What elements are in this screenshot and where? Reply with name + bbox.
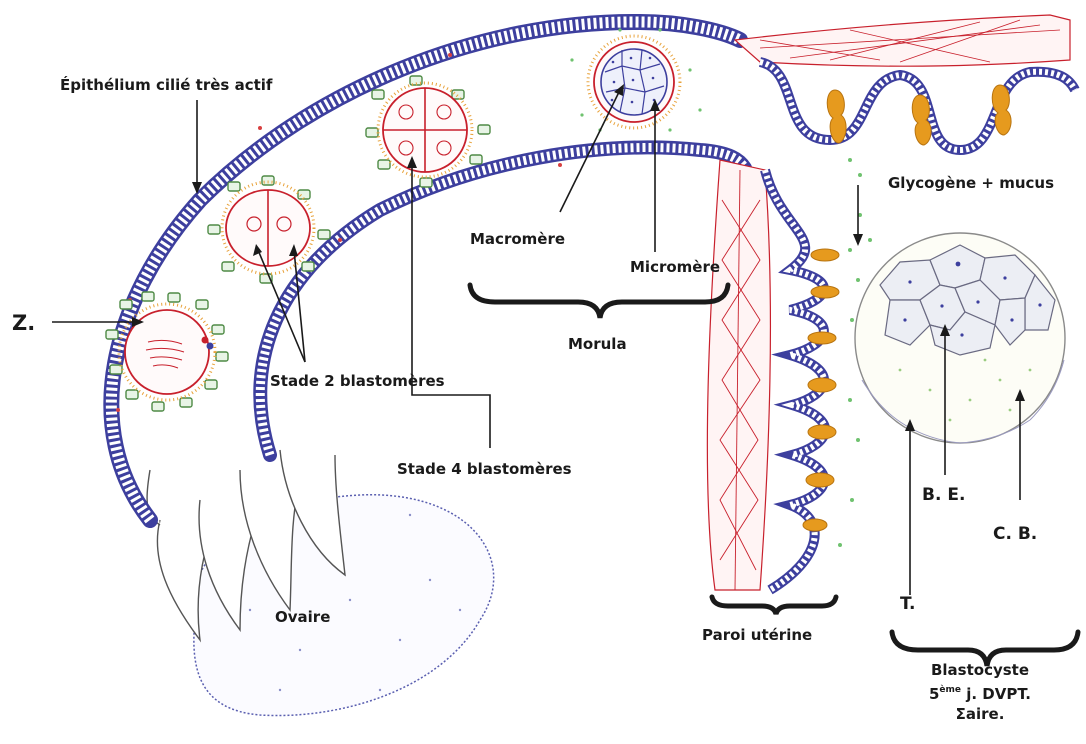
arrow-stage4 xyxy=(412,162,490,448)
brace-paroi xyxy=(712,597,836,614)
caption-line3: Σaire. xyxy=(915,704,1045,724)
caption-day-sup: ème xyxy=(939,685,961,695)
caption-day-rest: j. DVPT. xyxy=(961,685,1031,703)
label-stage2: Stade 2 blastomères xyxy=(270,372,445,390)
label-stage4: Stade 4 blastomères xyxy=(397,460,572,478)
uterine-mucosa-top xyxy=(735,15,1075,150)
caption-day-number: 5 xyxy=(929,685,939,703)
caption-day: 5ème j. DVPT. xyxy=(915,680,1045,704)
label-zygote: Z. xyxy=(12,311,35,335)
label-be: B. E. xyxy=(922,485,965,505)
brace-morula xyxy=(470,285,728,318)
two-cell-stage xyxy=(208,176,330,283)
blastocyst xyxy=(855,233,1065,443)
label-cb: C. B. xyxy=(993,524,1037,544)
label-t: T. xyxy=(900,594,915,614)
label-micromere: Micromère xyxy=(630,258,720,276)
label-glycogen: Glycogène + mucus xyxy=(888,174,1054,192)
label-ovary: Ovaire xyxy=(275,608,330,626)
label-uterine-wall: Paroi utérine xyxy=(702,626,812,644)
label-morula: Morula xyxy=(568,335,627,353)
uterine-wall xyxy=(707,158,872,590)
label-epithelium: Épithélium cilié très actif xyxy=(60,75,273,94)
label-macromere: Macromère xyxy=(470,230,565,248)
morula xyxy=(570,28,701,131)
blastocyst-caption: Blastocyste 5ème j. DVPT. Σaire. xyxy=(915,660,1045,724)
caption-title: Blastocyste xyxy=(915,660,1045,680)
